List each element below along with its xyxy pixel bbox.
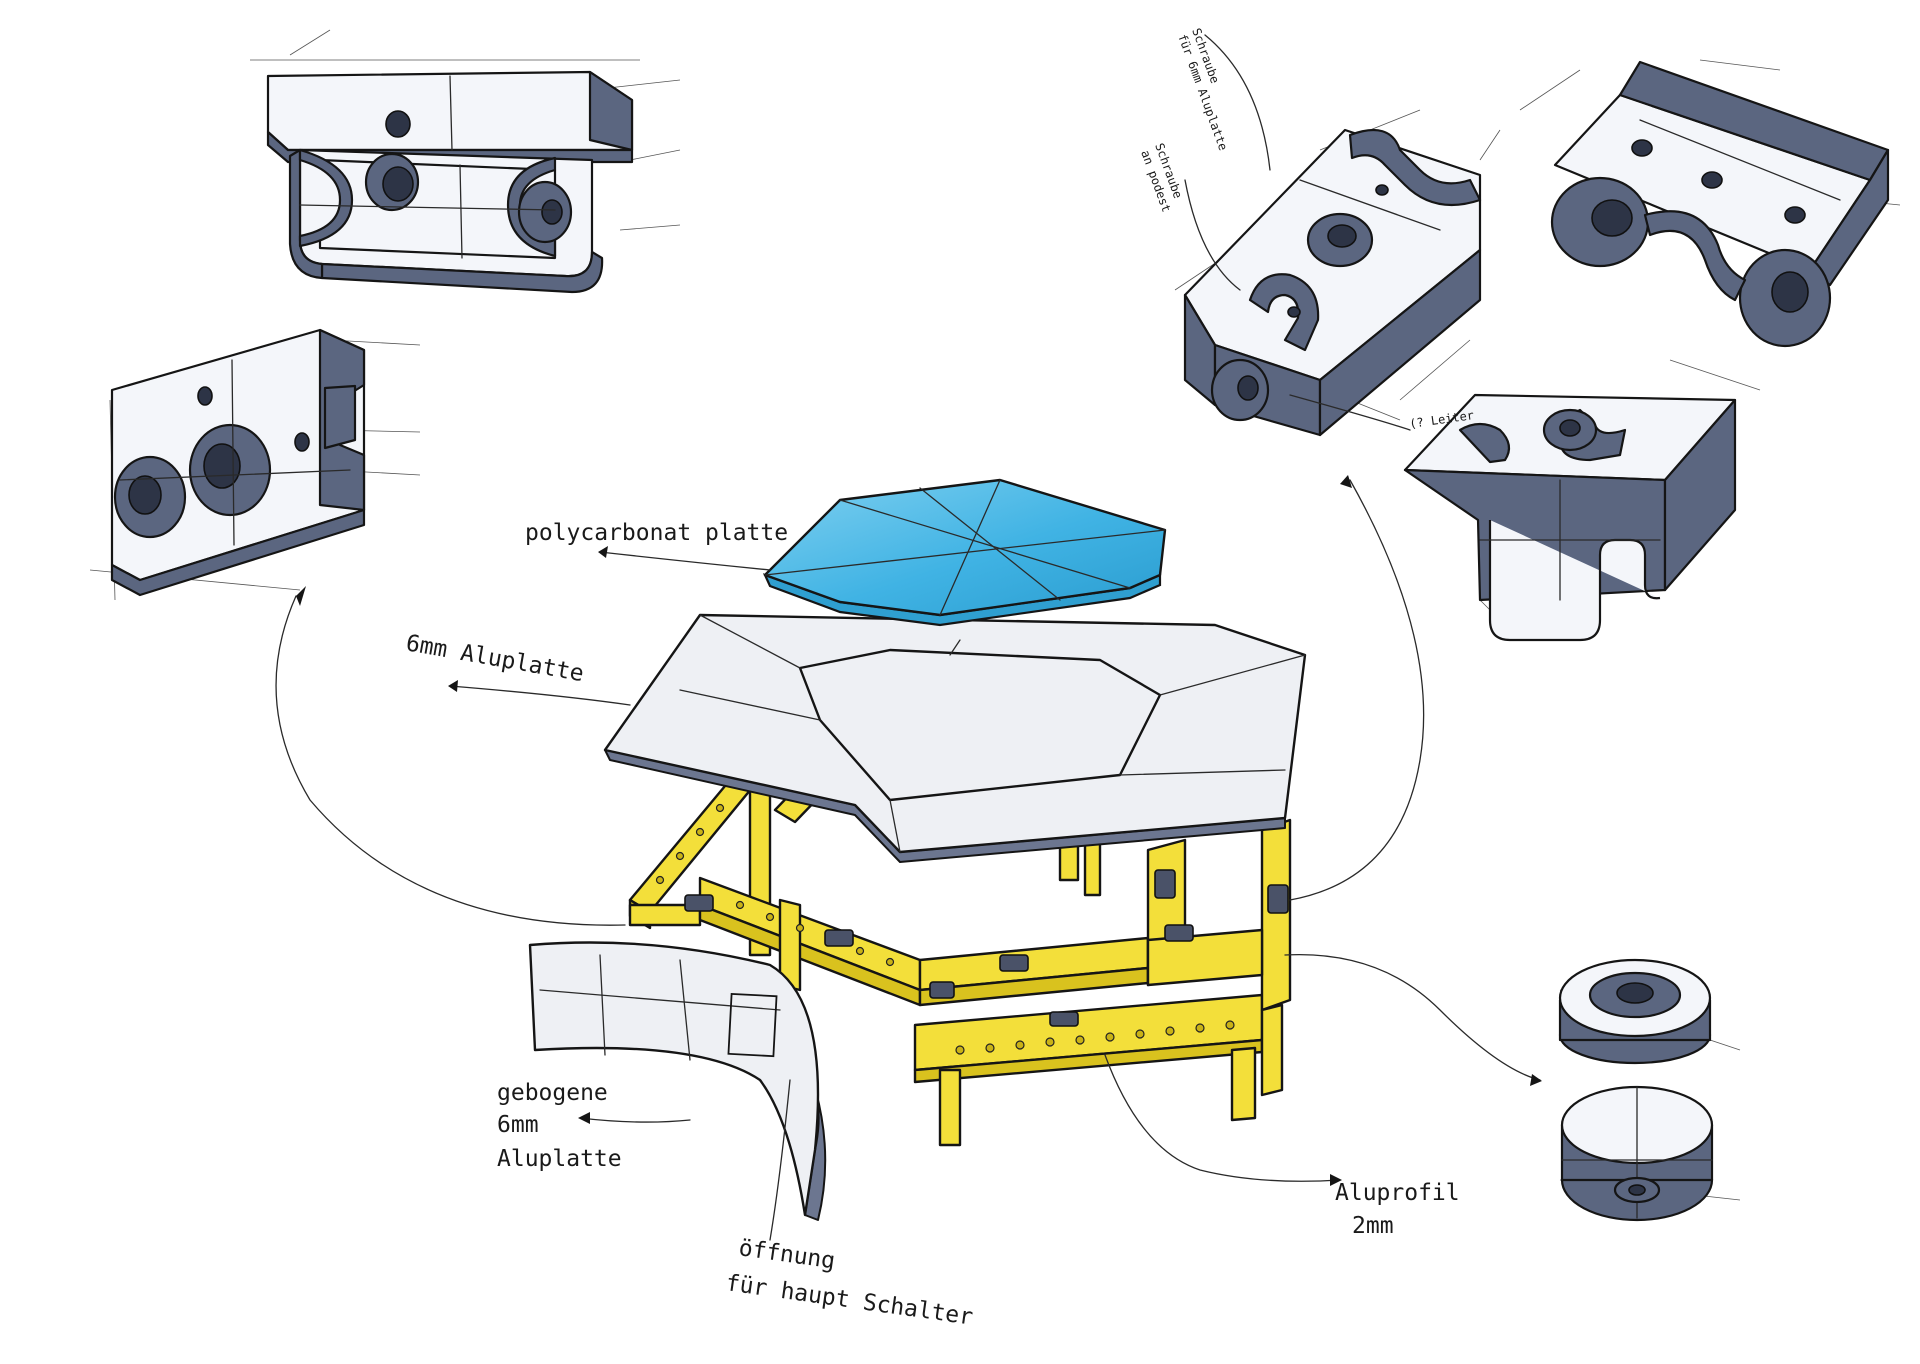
disc-sketch-upper (1558, 958, 1741, 1065)
label-gebogene-line1: gebogene (497, 1080, 608, 1106)
frame-right-diagonal (1146, 818, 1292, 1012)
disc-sketch-lower (1559, 1085, 1741, 1222)
label-aluprofil-line2: 2mm (1352, 1213, 1394, 1239)
frame-front-left (628, 876, 922, 1007)
bracket-sketch-top-right-1 (1174, 109, 1501, 437)
label-aluprofil-line1: Aluprofil (1335, 1180, 1460, 1206)
leader-lines (275, 34, 1542, 1241)
bracket-sketch-top-right-3 (1399, 339, 1761, 642)
bent-side-plate (528, 941, 827, 1221)
label-oeffnung-line2: für haupt Schalter (724, 1270, 974, 1330)
aluminium-plate (603, 613, 1307, 863)
label-polycarbonat-platte: polycarbonat platte (525, 520, 788, 546)
label-gebogene-line2: 6mm (497, 1112, 539, 1138)
polycarbonate-plate (762, 478, 1167, 627)
assembly-sketch (528, 478, 1307, 1221)
bracket-sketch-left-side (89, 328, 421, 606)
annotations: polycarbonat platte 6mm Aluplatte geboge… (404, 26, 1475, 1330)
label-gebogene-line3: Aluplatte (497, 1146, 622, 1172)
label-oeffnung-line1: öffnung (737, 1235, 837, 1274)
bracket-sketch-top-left (250, 29, 681, 294)
label-aluplatte: 6mm Aluplatte (404, 630, 586, 687)
bracket-sketch-top-right-2 (1519, 59, 1901, 348)
